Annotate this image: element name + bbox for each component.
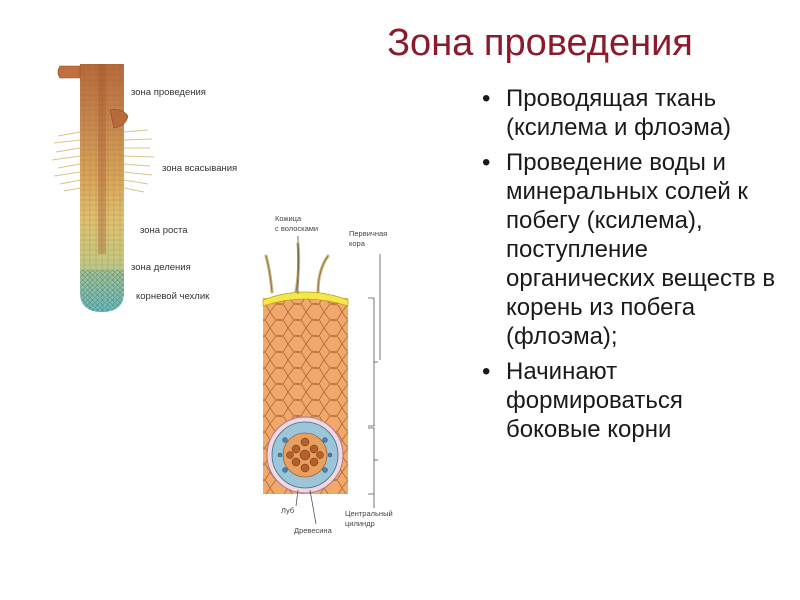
root-cross-section-diagram: Кожица с волосками Первичная кора Луб Др… — [262, 214, 393, 535]
bullet-item: • Начинают формироваться боковые корни — [480, 357, 780, 444]
root-hairs — [51, 129, 155, 193]
slide-title: Зона проведения — [387, 22, 693, 64]
xylem — [286, 437, 324, 473]
label-cortex: Первичная — [349, 229, 387, 238]
bullet-list: • Проводящая ткань (ксилема и флоэма) • Пр… — [480, 84, 780, 450]
bullet-item: • Проведение воды и минеральных солей к п… — [480, 148, 780, 351]
label-growth-zone: зона роста — [140, 225, 188, 236]
bullet-text: Начинают формироваться боковые корни — [506, 358, 683, 443]
phloem — [277, 437, 333, 473]
label-xylem: Древесина — [294, 526, 333, 535]
label-skin: Кожица — [275, 214, 302, 223]
lateral-root — [57, 65, 81, 79]
root-longitudinal-diagram: зона проведения зона всасывания зона рос… — [51, 64, 237, 312]
root-vascular-core — [98, 64, 106, 254]
epidermis — [262, 291, 349, 307]
bullet-text: Проведение воды и минеральных солей к по… — [506, 149, 776, 350]
root-cap-cells — [80, 270, 124, 312]
label-central-cylinder-2: цилиндр — [345, 519, 375, 528]
lateral-root-bud — [109, 109, 129, 129]
label-cortex-2: кора — [349, 239, 366, 248]
bullet-dot-icon: • — [482, 149, 491, 176]
label-division-zone: зона деления — [131, 262, 191, 273]
label-phloem: Луб — [281, 506, 294, 515]
bullet-dot-icon: • — [482, 85, 491, 112]
label-conduction-zone: зона проведения — [131, 87, 206, 98]
label-root-cap: корневой чехлик — [136, 291, 210, 302]
label-central-cylinder: Центральный — [345, 509, 393, 518]
bullet-item: • Проводящая ткань (ксилема и флоэма) — [480, 84, 780, 142]
label-absorption-zone: зона всасывания — [162, 163, 237, 174]
label-brackets — [295, 236, 381, 525]
label-skin-hairs: с волосками — [275, 224, 318, 233]
central-cylinder — [266, 416, 344, 494]
bullet-text: Проводящая ткань (ксилема и флоэма) — [506, 85, 732, 141]
bullet-dot-icon: • — [482, 358, 491, 385]
